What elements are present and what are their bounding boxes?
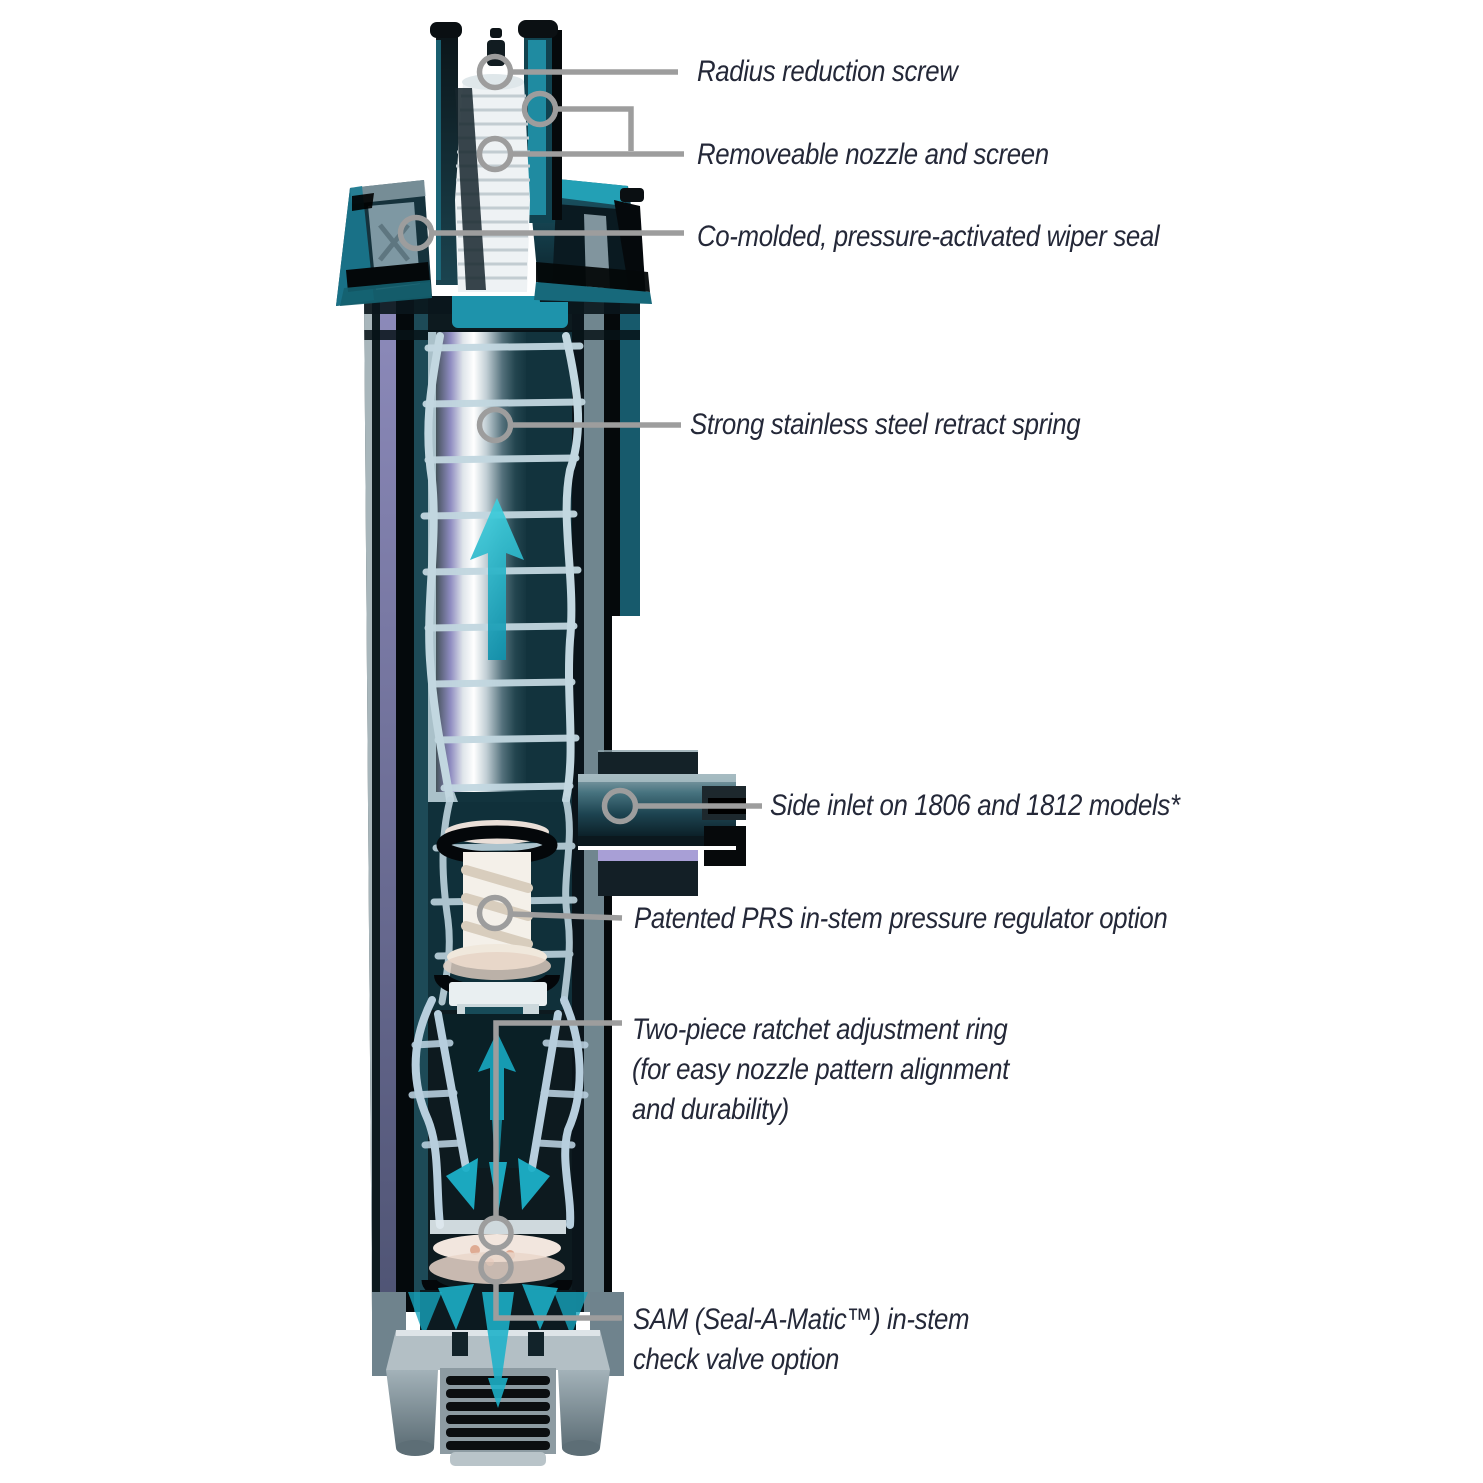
base-collar xyxy=(372,1292,624,1376)
riser-column xyxy=(436,332,526,792)
label-sam-check-valve-line1: SAM (Seal-A-Matic™) in-stem xyxy=(633,1303,970,1336)
callout-ring-sam-check-valve xyxy=(478,1249,514,1285)
label-ratchet-ring-line1: Two-piece ratchet adjustment ring xyxy=(632,1013,1008,1046)
callout-line-prs-regulator xyxy=(510,911,623,921)
cap-flange-left xyxy=(336,180,432,306)
label-wiper-seal: Co-molded, pressure-activated wiper seal xyxy=(697,220,1160,253)
callout-ring-side-inlet xyxy=(601,787,639,825)
label-ratchet-ring: Two-piece ratchet adjustment ring (for e… xyxy=(632,1010,1009,1130)
inlet-threads xyxy=(386,1284,610,1466)
prs-regulator xyxy=(428,796,578,1010)
nozzle-stem xyxy=(430,20,562,292)
spring-chamber xyxy=(420,332,586,804)
callout-ring-wiper-seal xyxy=(397,214,435,252)
label-retract-spring: Strong stainless steel retract spring xyxy=(690,408,1081,441)
callout-ring-removeable-nozzle xyxy=(521,90,559,128)
label-ratchet-ring-line3: and durability) xyxy=(632,1093,789,1126)
callout-ring-prs-regulator xyxy=(476,894,514,932)
retract-spring-lattice xyxy=(420,332,586,804)
label-removeable-nozzle-screen: Removeable nozzle and screen xyxy=(697,138,1049,171)
callout-ring-radius-reduction-screw xyxy=(476,53,514,91)
label-side-inlet: Side inlet on 1806 and 1812 models* xyxy=(770,789,1180,822)
cap-flange-right xyxy=(528,176,652,304)
label-sam-check-valve-line2: check valve option xyxy=(633,1343,840,1376)
flow-arrow-up xyxy=(470,498,524,660)
label-radius-reduction-screw: Radius reduction screw xyxy=(697,55,958,88)
label-ratchet-ring-line2: (for easy nozzle pattern alignment xyxy=(632,1053,1009,1086)
callout-line-ratchet-ring xyxy=(493,1020,622,1218)
callout-line-sam-check-valve xyxy=(493,1282,622,1321)
callout-leaders xyxy=(397,53,762,1321)
callout-ring-removeable-screen xyxy=(476,135,514,173)
callout-ring-ratchet-ring xyxy=(478,1215,514,1251)
label-sam-check-valve: SAM (Seal-A-Matic™) in-stem check valve … xyxy=(633,1300,970,1380)
callout-ring-retract-spring xyxy=(476,406,514,444)
side-inlet xyxy=(578,750,746,896)
callout-line-removeable-nozzle-bracket xyxy=(556,106,634,151)
label-prs-regulator: Patented PRS in-stem pressure regulator … xyxy=(634,902,1168,935)
nozzle-screen xyxy=(455,74,530,292)
